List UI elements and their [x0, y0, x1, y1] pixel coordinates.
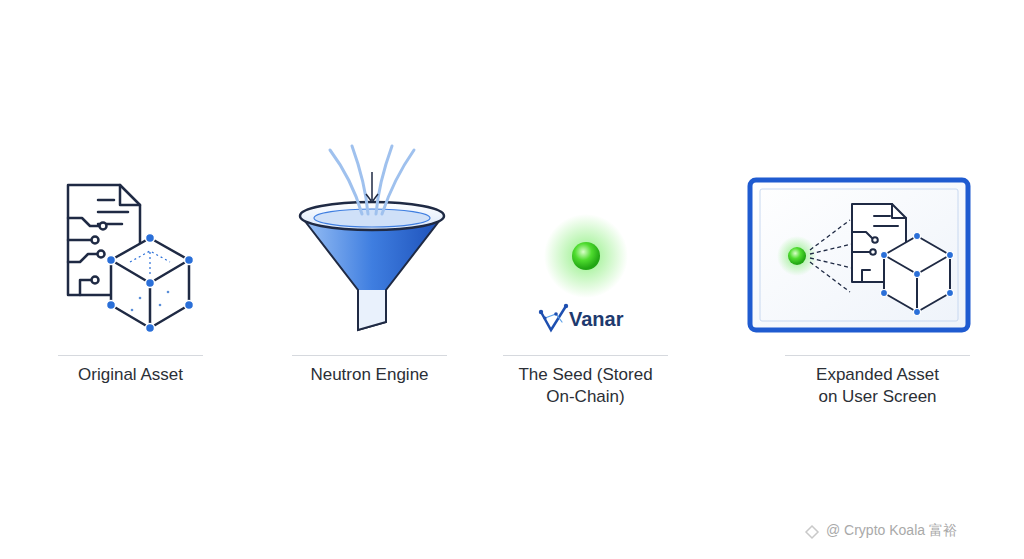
vanar-logo-mark	[539, 304, 568, 330]
stage-node: Neutron Engine	[292, 175, 447, 390]
funnel-icon	[300, 146, 444, 330]
stage-node: Expanded Asset on User Screen	[745, 175, 975, 412]
stage-label: Expanded Asset on User Screen	[785, 355, 970, 408]
brand-logo-text: Vanar	[569, 308, 623, 331]
stage-label: Original Asset	[58, 355, 203, 386]
stage-node: The Seed (Stored On-Chain)	[503, 175, 668, 412]
watermark: @ Crypto Koala 富裕	[826, 522, 957, 540]
monitor-icon	[750, 180, 968, 330]
watermark-logo	[806, 526, 818, 538]
flow-arrow	[211, 253, 260, 264]
flow-arrow	[676, 253, 713, 264]
seed-glow	[544, 214, 628, 298]
flow-arrow	[455, 253, 471, 264]
stage-label: Neutron Engine	[292, 355, 447, 386]
stage-node: Original Asset	[58, 175, 203, 390]
cube-icon	[107, 234, 194, 333]
stage-label: The Seed (Stored On-Chain)	[503, 355, 668, 408]
